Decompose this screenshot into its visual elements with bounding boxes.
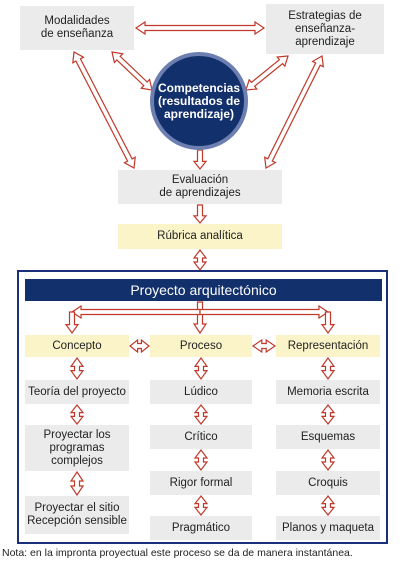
proyecto-representacion-arrow xyxy=(320,311,336,335)
rubrica-proyecto-arrow xyxy=(192,249,208,271)
concepto-proceso-arrow xyxy=(129,338,150,354)
branch-right-arrow xyxy=(199,304,330,320)
concepto-col-arrow-1 xyxy=(69,356,85,381)
rubrica-box: Rúbrica analítica xyxy=(118,224,282,249)
proceso-col-arrow-3 xyxy=(193,449,209,471)
branch-left-arrow xyxy=(70,304,201,320)
representacion-item: Memoria escrita xyxy=(276,380,380,404)
concepto-header: Concepto xyxy=(25,335,129,357)
proceso-item: Pragmático xyxy=(150,516,252,540)
concepto-item: Teoría del proyecto xyxy=(25,380,129,404)
representacion-col-arrow-4 xyxy=(320,495,336,516)
representacion-col-arrow-3 xyxy=(320,449,336,471)
proceso-col-arrow-2 xyxy=(193,404,209,425)
concepto-item: Proyectar los programas complejos xyxy=(25,425,129,471)
estrategias-evaluacion-arrow xyxy=(263,55,325,169)
proceso-item: Rigor formal xyxy=(150,471,252,495)
proyecto-concepto-arrow xyxy=(64,311,80,335)
concepto-col-arrow-2 xyxy=(69,404,85,425)
proyecto-proceso-arrow xyxy=(192,301,208,335)
modalidades-box: Modalidades de enseñanza xyxy=(20,6,134,50)
representacion-col-arrow-2 xyxy=(320,404,336,425)
proceso-col-arrow-4 xyxy=(193,495,209,516)
representacion-col-arrow-1 xyxy=(320,356,336,381)
competencias-evaluacion-arrow xyxy=(192,149,208,170)
proceso-item: Lúdico xyxy=(150,380,252,404)
concepto-col-arrow-3 xyxy=(69,470,85,497)
estrategias-box: Estrategias de enseñanza- aprendizaje xyxy=(266,4,384,54)
estrategias-competencias-arrow xyxy=(245,55,289,91)
proyecto-frame xyxy=(17,270,388,544)
footnote: Nota: en la impronta proyectual este pro… xyxy=(2,547,353,559)
concepto-item: Proyectar el sitio Recepción sensible xyxy=(25,496,129,534)
modalidades-competencias-arrow xyxy=(111,51,153,91)
competencias-circle: Competencias (resultados de aprendizaje) xyxy=(150,52,248,150)
evaluacion-rubrica-arrow xyxy=(192,204,208,224)
proceso-col-arrow-1 xyxy=(193,356,209,381)
proceso-header: Proceso xyxy=(150,335,252,357)
representacion-item: Croquis xyxy=(276,471,380,495)
proceso-item: Crítico xyxy=(150,425,252,449)
modalidades-estrategias-arrow xyxy=(134,20,266,36)
representacion-item: Esquemas xyxy=(276,425,380,449)
evaluacion-box: Evaluación de aprendizajes xyxy=(118,170,282,204)
proyecto-title: Proyecto arquitectónico xyxy=(25,279,382,301)
representacion-header: Representación xyxy=(276,335,380,357)
proceso-representacion-arrow xyxy=(251,338,277,354)
modalidades-evaluacion-arrow xyxy=(72,51,136,169)
representacion-item: Planos y maqueta xyxy=(276,516,380,540)
